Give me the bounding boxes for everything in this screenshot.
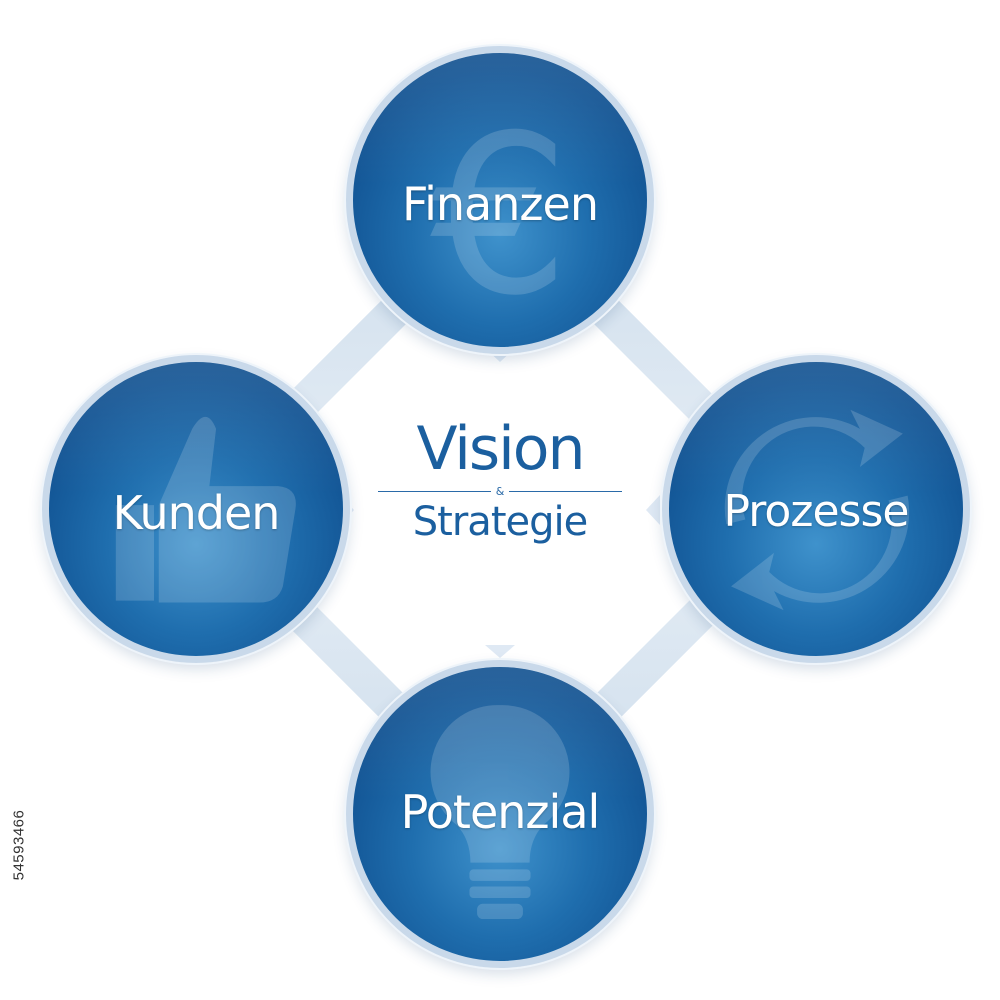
divider-line-left — [378, 490, 491, 492]
arrow-tip-bottom — [485, 645, 515, 658]
node-prozesse: Prozesse — [662, 355, 970, 663]
stock-image-id: 54593466 — [6, 770, 32, 920]
node-label-prozesse: Prozesse — [723, 486, 910, 537]
center-divider: & — [378, 484, 623, 498]
center-ampersand: & — [495, 484, 505, 498]
center-title-strategie: Strategie — [412, 499, 588, 545]
node-kunden: Kunden — [42, 355, 350, 663]
center-title-vision: Vision — [416, 414, 585, 484]
node-label-potenzial: Potenzial — [400, 785, 601, 839]
stock-image-id-text: 54593466 — [10, 809, 28, 881]
node-potenzial: Potenzial — [346, 660, 654, 968]
node-finanzen: € Finanzen — [346, 46, 654, 354]
node-label-kunden: Kunden — [112, 486, 281, 540]
node-label-finanzen: Finanzen — [402, 177, 599, 231]
connector-diamond — [203, 213, 797, 807]
center-title: Vision & Strategie — [370, 418, 630, 544]
arrow-tip-right — [646, 495, 660, 525]
divider-line-right — [509, 490, 623, 492]
